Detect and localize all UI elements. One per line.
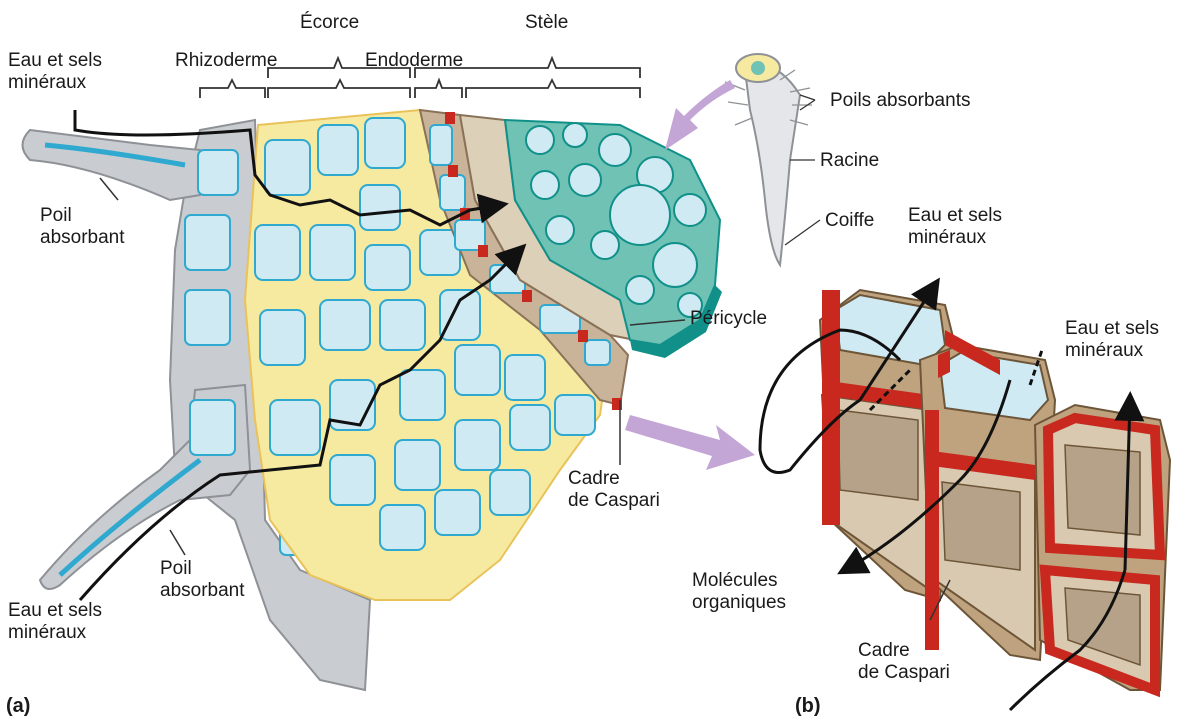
label-eau-sels-top-left: Eau et sels minéraux xyxy=(8,50,102,94)
root-overview-sketch xyxy=(725,54,820,265)
label-panel-b: (b) xyxy=(795,695,821,717)
label-eau-sels-right: Eau et sels minéraux xyxy=(1065,318,1159,362)
label-poil-absorbant-bottom: Poil absorbant xyxy=(160,558,245,602)
label-poils-absorbants: Poils absorbants xyxy=(830,90,970,112)
label-pericycle: Péricycle xyxy=(690,308,767,330)
label-rhizoderme: Rhizoderme xyxy=(175,50,277,72)
label-poil-absorbant-top: Poil absorbant xyxy=(40,205,125,249)
label-endoderme: Endoderme xyxy=(365,50,463,72)
label-stele: Stèle xyxy=(525,12,568,34)
label-racine: Racine xyxy=(820,150,879,172)
endoderm-cell-3 xyxy=(1035,405,1170,690)
label-molecules-organiques: Molécules organiques xyxy=(692,570,786,614)
label-ecorce: Écorce xyxy=(300,12,359,34)
label-cadre-caspari-b: Cadre de Caspari xyxy=(858,640,950,684)
endoderm-cell-2 xyxy=(920,345,1055,660)
root-section-panel-a xyxy=(23,58,723,690)
label-cadre-caspari-a: Cadre de Caspari xyxy=(568,468,660,512)
label-eau-sels-bottom-left: Eau et sels minéraux xyxy=(8,600,102,644)
label-eau-sels-mid: Eau et sels minéraux xyxy=(908,205,1002,249)
label-panel-a: (a) xyxy=(6,695,30,717)
label-coiffe: Coiffe xyxy=(825,210,874,232)
